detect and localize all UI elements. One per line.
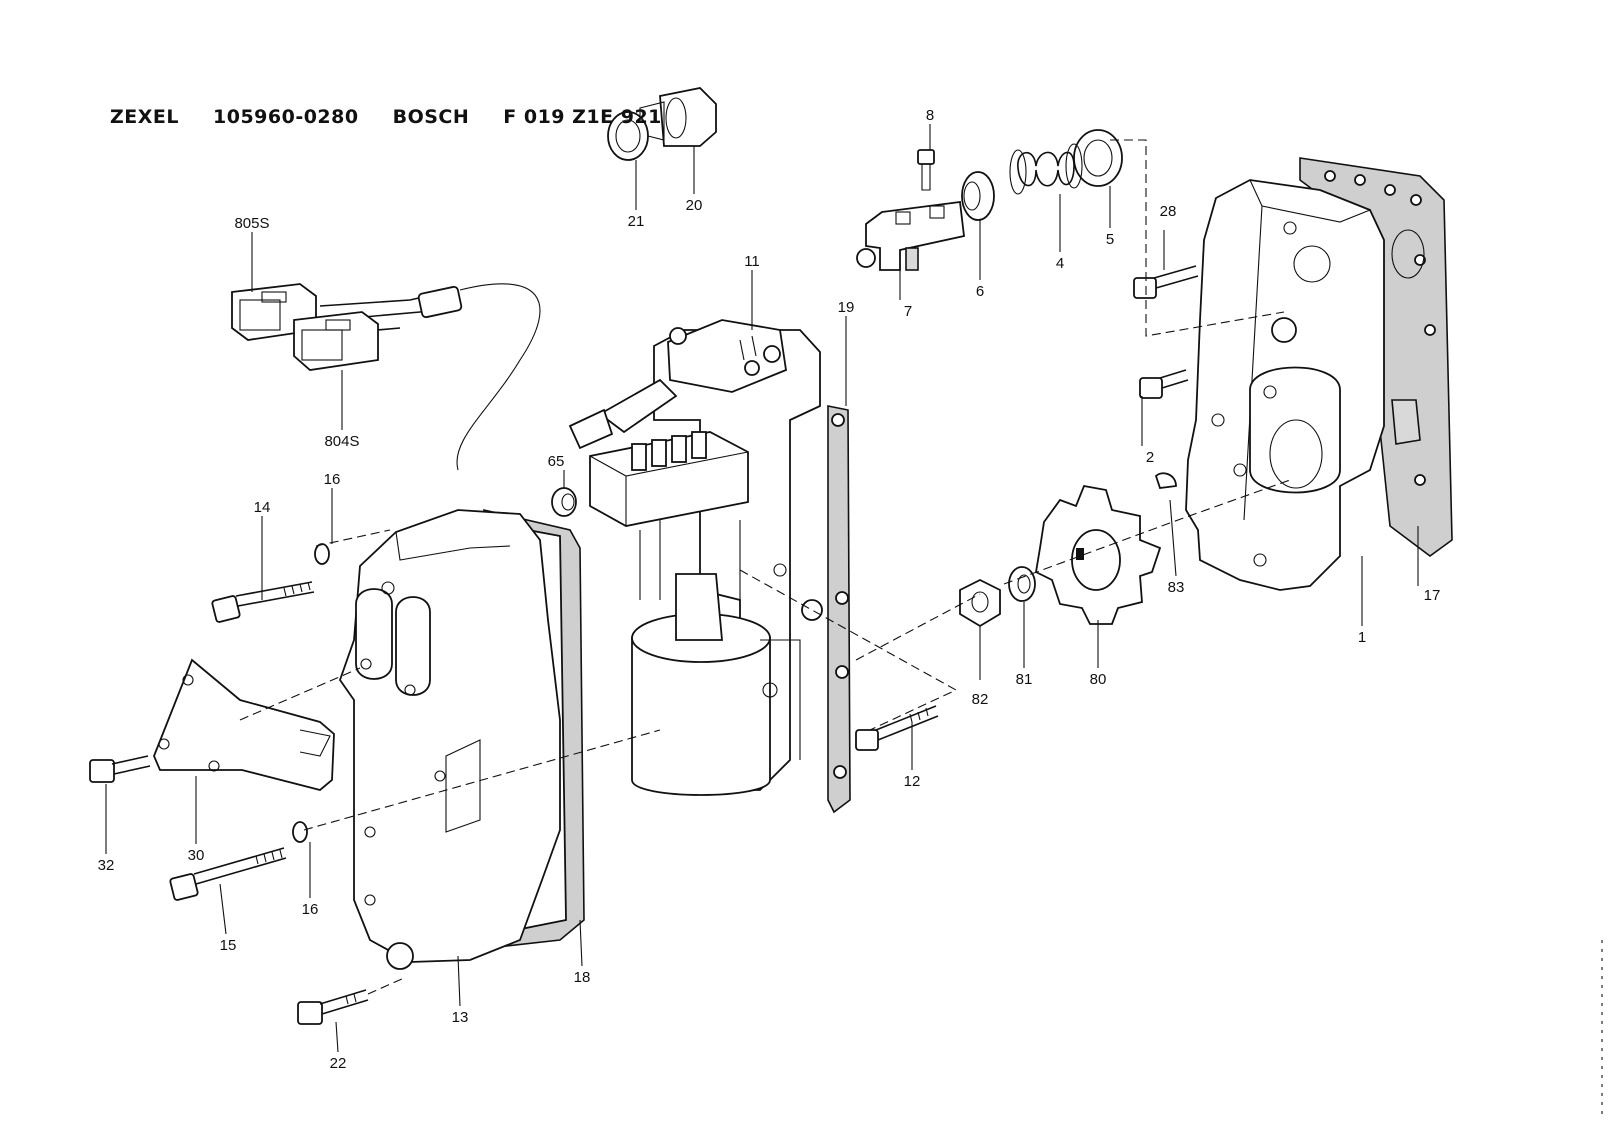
callout-8: 8 — [926, 107, 934, 124]
zexel-part-number: 105960-0280 — [213, 106, 359, 128]
callout-19: 19 — [838, 299, 855, 316]
callout-17: 17 — [1424, 587, 1441, 604]
pump-housing-1 — [1185, 179, 1421, 591]
washer-21 — [607, 111, 649, 161]
gear-80 — [1035, 484, 1162, 625]
assembly-lines — [239, 139, 1291, 995]
cover-13 — [338, 509, 561, 970]
callout-11: 11 — [744, 253, 760, 270]
callout-80: 80 — [1090, 671, 1107, 688]
callout-14: 14 — [254, 499, 271, 516]
key-83 — [1154, 472, 1177, 489]
callout-1: 1 — [1358, 629, 1366, 646]
bolt-22 — [297, 989, 369, 1025]
callout-81: 81 — [1016, 671, 1033, 688]
diagram-title: ZEXEL 105960-0280 BOSCH F 019 Z1E 921 — [110, 106, 696, 128]
callout-21: 21 — [628, 213, 645, 230]
callout-22: 22 — [330, 1055, 347, 1072]
callout-16-lower: 16 — [302, 901, 319, 918]
spring-seat-6 — [961, 171, 995, 221]
callout-20: 20 — [686, 197, 703, 214]
washer-16-upper — [314, 543, 330, 565]
callout-13: 13 — [452, 1009, 469, 1026]
callout-labels: 805S 804S 21 20 8 4 5 6 7 11 19 65 28 2 … — [98, 107, 1441, 1072]
screw-8 — [917, 149, 935, 191]
spring-4 — [1009, 143, 1083, 195]
callout-83: 83 — [1168, 579, 1185, 596]
callout-4: 4 — [1056, 255, 1064, 272]
nut-82 — [959, 578, 1001, 628]
callout-82: 82 — [972, 691, 989, 708]
bolt-15 — [169, 847, 287, 901]
bolt-2 — [1139, 369, 1189, 399]
callout-18: 18 — [574, 969, 591, 986]
bolt-14 — [211, 581, 315, 623]
callout-5: 5 — [1106, 231, 1114, 248]
connector-harness — [231, 283, 541, 471]
callout-28: 28 — [1160, 203, 1177, 220]
bolt-28 — [1133, 265, 1199, 299]
callout-7: 7 — [904, 303, 912, 320]
bolt-12 — [855, 705, 939, 751]
connector-804s — [293, 311, 379, 371]
washer-16-lower — [292, 821, 308, 843]
callout-30: 30 — [188, 847, 205, 864]
lever-bracket-7 — [856, 200, 965, 271]
washer-81 — [1008, 566, 1036, 602]
bracket-30 — [153, 658, 335, 791]
callout-65: 65 — [548, 453, 565, 470]
bolt-32 — [89, 755, 151, 783]
brand-zexel: ZEXEL — [110, 106, 179, 128]
bosch-part-number: F 019 Z1E 921 — [503, 106, 662, 128]
callout-804s: 804S — [324, 433, 359, 450]
callout-32: 32 — [98, 857, 115, 874]
callout-6: 6 — [976, 283, 984, 300]
callout-16-upper: 16 — [324, 471, 341, 488]
callout-15: 15 — [220, 937, 237, 954]
sleeve-5 — [1073, 129, 1123, 187]
callout-12: 12 — [904, 773, 921, 790]
actuator-housing-11 — [568, 319, 823, 796]
gasket-19 — [827, 405, 851, 814]
callout-805s: 805S — [234, 215, 269, 232]
brand-bosch: BOSCH — [392, 106, 470, 128]
bushing-65 — [551, 487, 577, 517]
plug-20 — [639, 87, 717, 147]
leader-lines — [105, 124, 1419, 1053]
callout-2: 2 — [1146, 449, 1154, 466]
